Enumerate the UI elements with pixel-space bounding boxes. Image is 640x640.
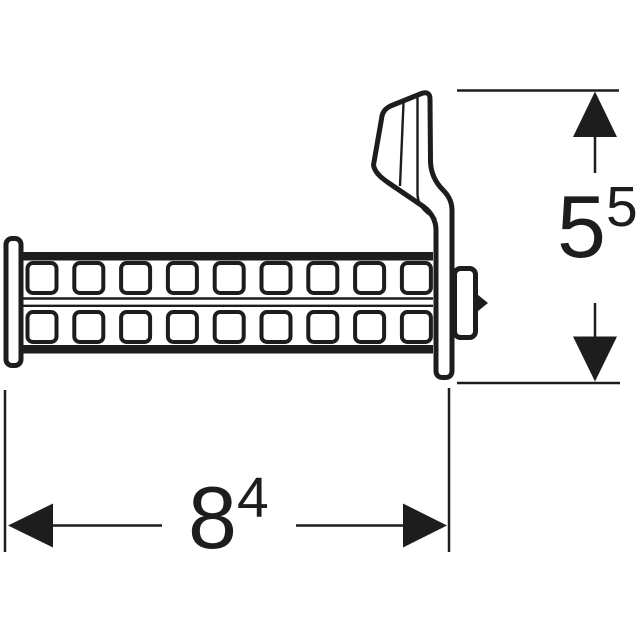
height-superscript: 5	[605, 175, 638, 239]
basket-top-wall	[23, 252, 433, 261]
height-arrowhead-up	[573, 91, 617, 137]
basket-cell	[306, 310, 340, 344]
basket-cell	[165, 310, 199, 344]
left-cap-flange	[3, 236, 24, 368]
basket-cell	[399, 261, 433, 295]
basket-cell	[212, 261, 246, 295]
basket-cell	[212, 310, 246, 344]
basket-cell	[72, 310, 106, 344]
strainer-basket	[3, 236, 433, 368]
basket-cell	[25, 310, 59, 344]
width-arrowhead-right	[403, 503, 447, 548]
basket-cell	[399, 310, 433, 344]
height-arrowhead-down	[573, 336, 617, 382]
basket-cell	[119, 310, 153, 344]
basket-bottom-wall	[23, 345, 433, 354]
basket-cell	[306, 261, 340, 295]
basket-cell	[119, 261, 153, 295]
basket-cell	[259, 310, 293, 344]
height-value: 5	[557, 177, 606, 276]
height-dimension-label: 5 5	[557, 177, 638, 276]
width-value: 8	[188, 468, 237, 567]
basket-cell	[165, 261, 199, 295]
basket-cell	[25, 261, 59, 295]
basket-grid-openings	[25, 261, 433, 344]
width-dimension	[3, 388, 451, 552]
width-arrowhead-left	[8, 503, 53, 548]
width-superscript: 4	[236, 466, 269, 530]
height-dimension	[457, 89, 620, 385]
outlet-spigot	[452, 266, 478, 340]
spigot-tip-nub	[477, 294, 488, 312]
lever-detail-line-1	[398, 102, 405, 187]
basket-cell	[72, 261, 106, 295]
mounting-plate-and-lever	[371, 90, 455, 380]
basket-cell	[259, 261, 293, 295]
basket-cell	[353, 310, 387, 344]
lever-detail-line-2	[416, 97, 437, 220]
width-dimension-label: 8 4	[188, 468, 269, 567]
basket-cell	[353, 261, 387, 295]
